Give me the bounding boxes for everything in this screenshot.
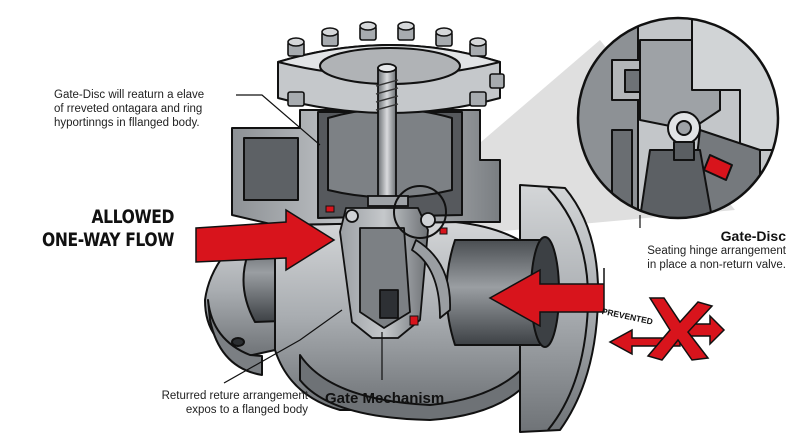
leader-lines (223, 94, 641, 384)
cover-bolts (287, 21, 505, 107)
block-x-icon (646, 297, 714, 361)
allowed-flow-label: ALLOWED ONE-WAY FLOW (10, 206, 174, 252)
prevented-symbol (608, 297, 726, 361)
callout-top-left: Gate-Disc will reaturn a elave of rrevet… (54, 88, 254, 130)
focus-circle (393, 185, 447, 239)
valve-body (204, 44, 600, 433)
gate-disc-callout: Gate-Disc Seating hinge arrangement in p… (606, 228, 786, 272)
allowed-flow-line-1: ALLOWED (91, 206, 175, 228)
callout-bottom-left: Returred reture arrangement expos to a f… (118, 389, 308, 417)
zoom-inset (576, 16, 780, 220)
allowed-flow-line-2: ONE-WAY FLOW (42, 229, 175, 251)
reverse-flow-arrow (488, 268, 605, 328)
gate-mechanism-label: Gate Mechanism (325, 390, 445, 407)
allowed-flow-arrow (195, 208, 336, 272)
callout-bottom-left-line-1: Returred reture arrangement (161, 390, 308, 402)
callout-top-left-line-1: Gate-Disc will reaturn a elave (54, 89, 205, 101)
callout-bottom-left-line-2: expos to a flanged body (185, 404, 308, 416)
gate-disc-title: Gate-Disc (720, 228, 786, 244)
seat-markers (325, 205, 448, 326)
gate-disc-assembly (339, 207, 451, 339)
gate-disc-line-1: Seating hinge arrangement (647, 245, 786, 257)
callout-top-left-line-3: hyportinngs in fllanged body. (54, 117, 200, 129)
gate-disc-line-2: in place a non-return valve. (647, 259, 786, 271)
valve-stem (367, 63, 409, 207)
callout-top-left-line-2: of rreveted ontagara and ring (54, 103, 203, 115)
